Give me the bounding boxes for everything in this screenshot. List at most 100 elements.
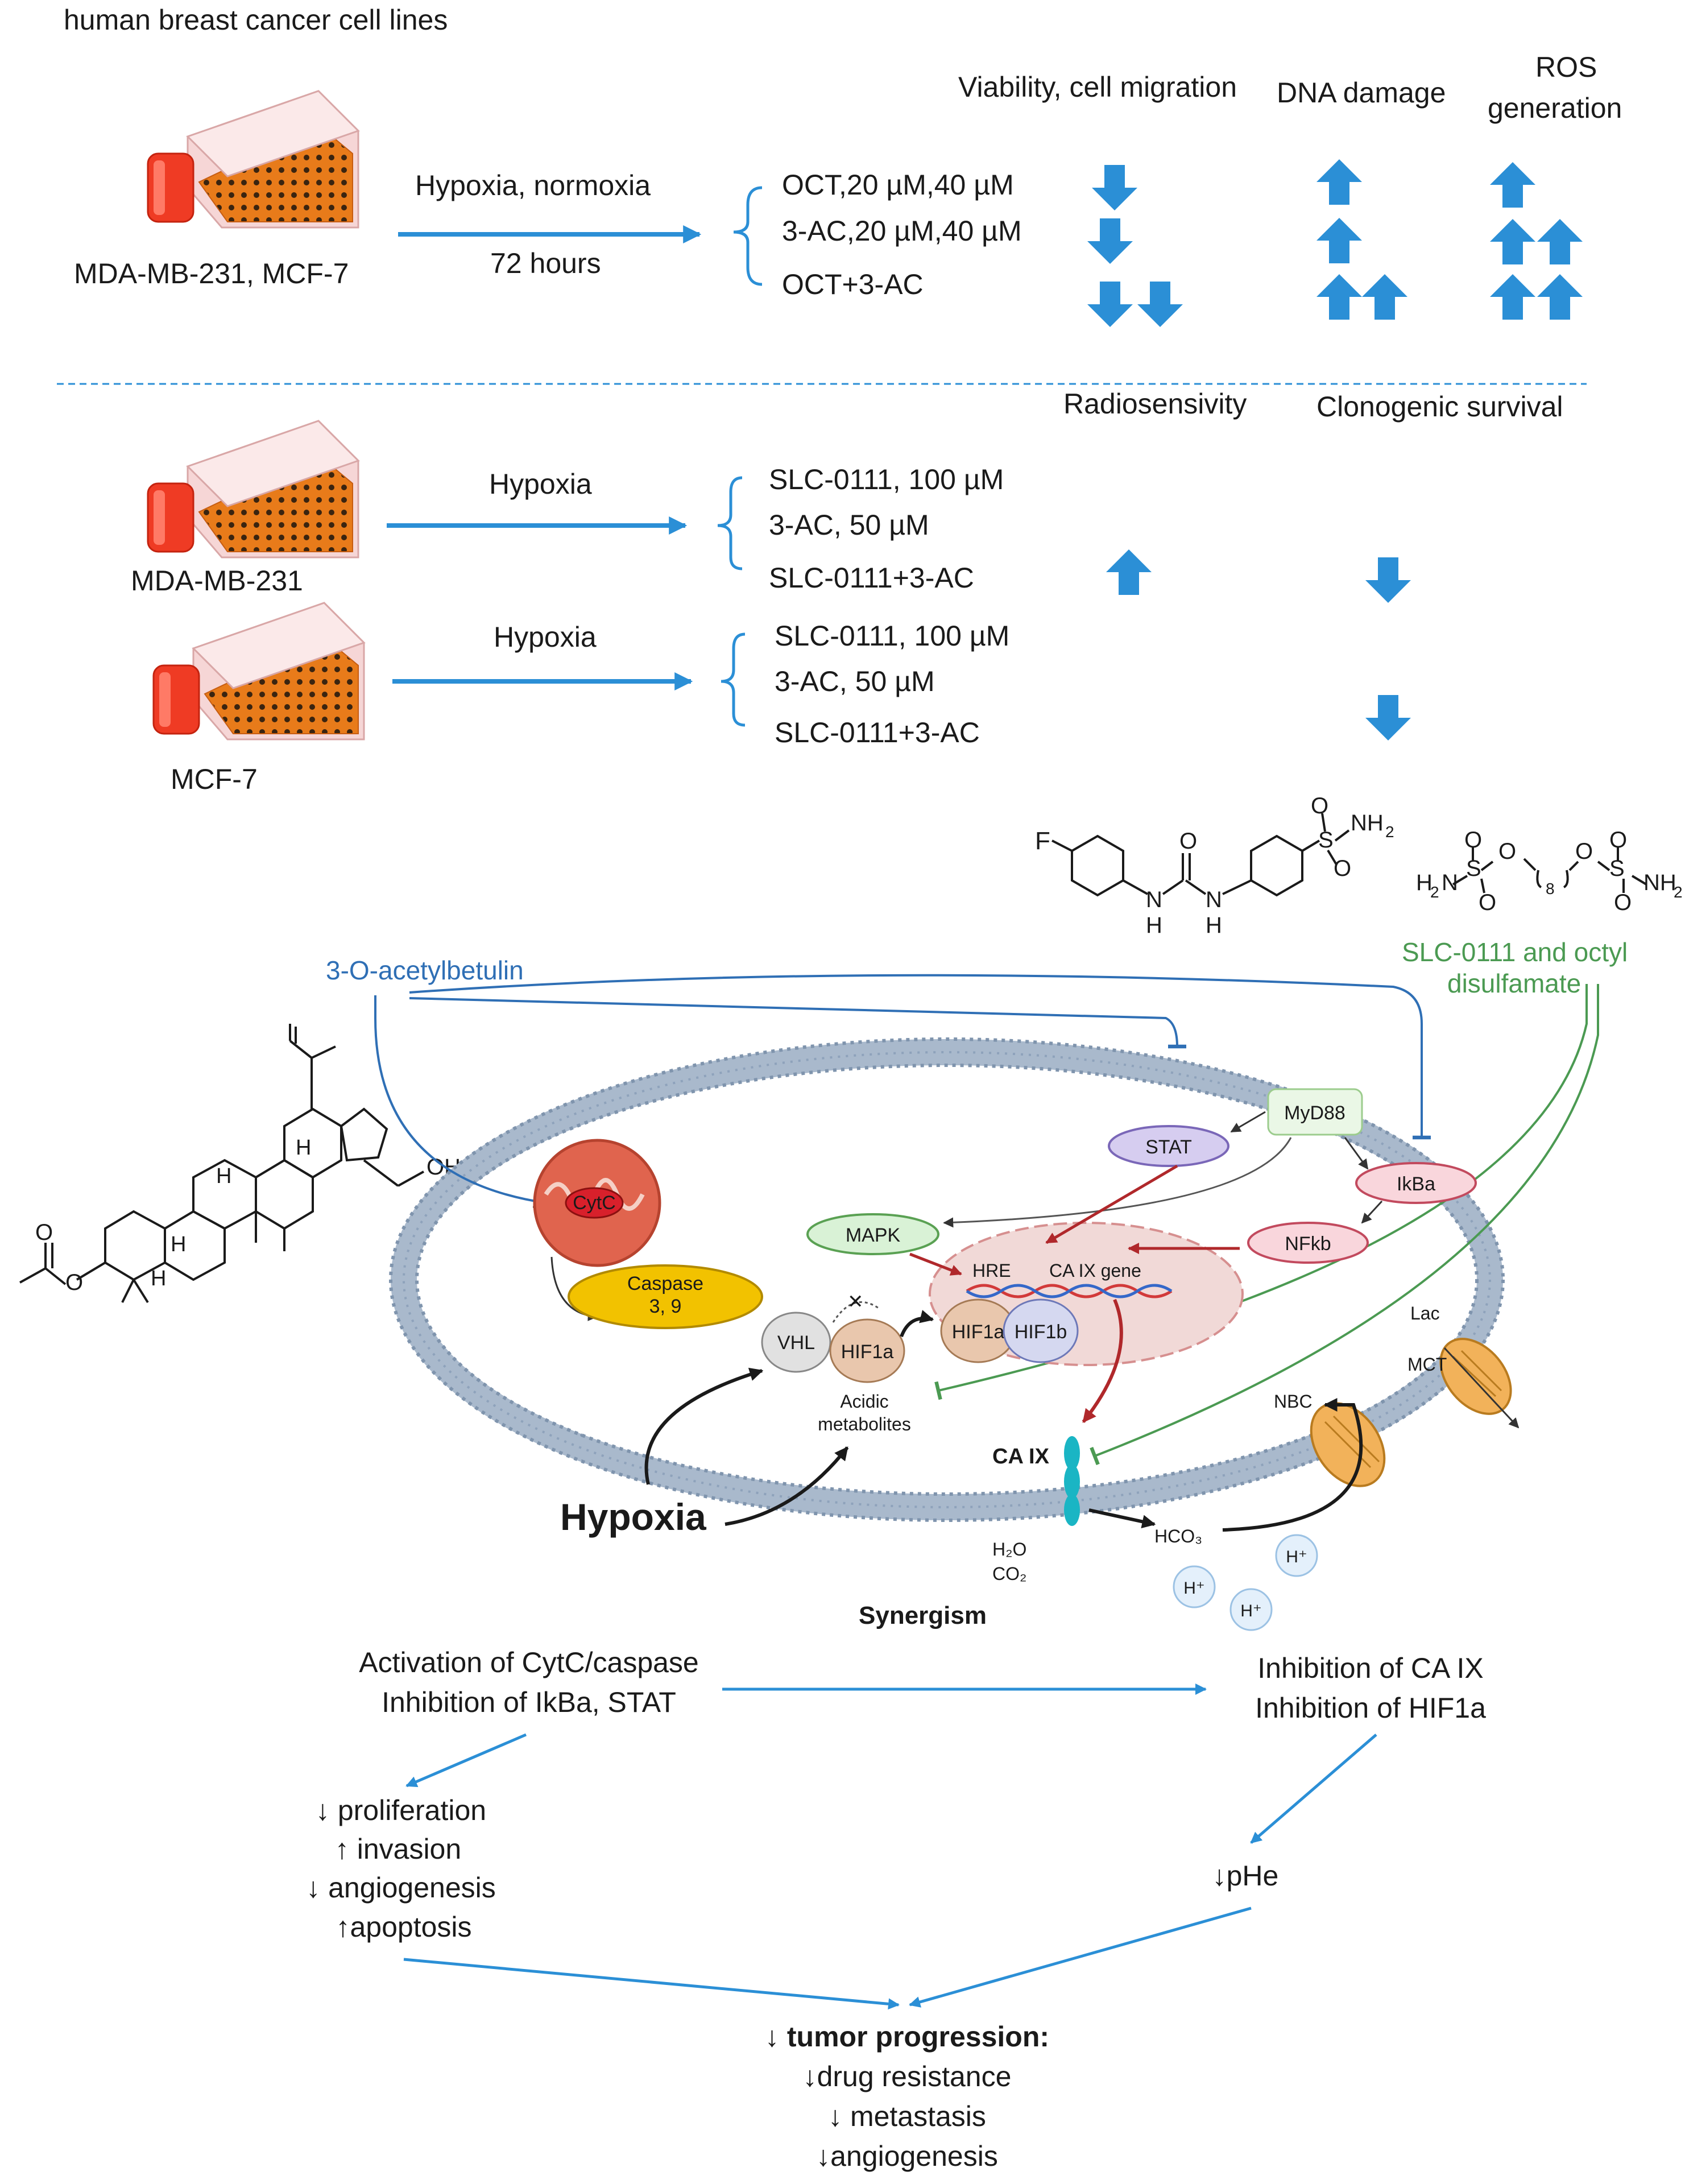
duration-label: 72 hours: [490, 247, 601, 279]
svg-text:O: O: [1479, 890, 1496, 915]
lac-label: Lac: [1410, 1303, 1440, 1323]
caix-gene-label: CA IX gene: [1049, 1260, 1141, 1281]
down-arrow-icon: [1087, 282, 1133, 327]
gene-caix-arrow: [1082, 1298, 1123, 1423]
svg-text:H⁺: H⁺: [1183, 1579, 1205, 1598]
svg-text:2: 2: [1430, 883, 1439, 901]
cytc-label: CytC: [573, 1192, 616, 1214]
svg-text:MyD88: MyD88: [1284, 1102, 1345, 1124]
betulin-cytc-line: [374, 995, 548, 1208]
mechanism-text: Inhibition of CA IX: [1257, 1652, 1483, 1684]
up-arrow-icon: [1106, 549, 1152, 595]
acidic-label: metabolites: [818, 1414, 911, 1434]
svg-text:IkBa: IkBa: [1397, 1173, 1435, 1195]
summary-arrow: [909, 1906, 1252, 2008]
treatment-item: SLC-0111, 100 µM: [769, 464, 1004, 495]
treatment-item: OCT+3-AC: [782, 268, 924, 300]
readout-label: DNA damage: [1277, 77, 1446, 109]
myd88-ikba-arrow: [1344, 1137, 1369, 1170]
h2o-label: H₂O: [992, 1539, 1026, 1560]
svg-text:H: H: [1416, 870, 1433, 895]
culture-flask-icon: [152, 602, 365, 741]
stat-node: STAT: [1108, 1125, 1229, 1167]
treatment-item: 3-AC, 50 µM: [769, 509, 929, 541]
svg-text:H: H: [171, 1232, 186, 1256]
proton: H⁺: [1275, 1534, 1318, 1577]
mitochondrion: CytC: [533, 1139, 661, 1267]
octyl-disulfamate-structure: [1452, 847, 1647, 894]
svg-text:8: 8: [1546, 880, 1555, 897]
svg-text:STAT: STAT: [1145, 1136, 1192, 1158]
bracket-icon: [721, 632, 746, 727]
myd88-mapk-arrow: [943, 1137, 1292, 1228]
inhibitor-label: disulfamate: [1447, 969, 1581, 998]
condition-label: Hypoxia: [494, 621, 597, 653]
betulin-stat-line: [409, 997, 1187, 1049]
svg-text:H⁺: H⁺: [1240, 1602, 1262, 1620]
cell-line-label: MDA-MB-231: [131, 565, 303, 597]
svg-text:O: O: [1311, 793, 1328, 818]
mechanism-text: Activation of CytC/caspase: [359, 1647, 699, 1678]
outcome-title: ↓ tumor progression:: [765, 2021, 1049, 2053]
mechanism-text: Inhibition of IkBa, STAT: [382, 1686, 676, 1718]
svg-text:O: O: [65, 1270, 83, 1295]
caix-output-arrow: [1088, 1508, 1156, 1529]
figure-title: human breast cancer cell lines: [64, 4, 448, 36]
effect-item: ↑apoptosis: [336, 1911, 471, 1943]
lactate-export-arrow: [1443, 1347, 1520, 1429]
summary-arrow: [1250, 1734, 1377, 1844]
slc-0111-atoms: F N H O N H S O O NH 2: [1035, 793, 1394, 938]
svg-text:H: H: [216, 1164, 231, 1188]
hif-translocation-arrow: [900, 1310, 934, 1338]
up-arrow-icon: [1490, 219, 1535, 264]
outcome-item: ↓ metastasis: [828, 2100, 986, 2132]
svg-text:HIF1a: HIF1a: [841, 1341, 894, 1363]
summary-arrow: [403, 1958, 900, 2010]
outcome-item: ↓angiogenesis: [816, 2140, 998, 2172]
hre-label: HRE: [972, 1260, 1011, 1281]
svg-text:N: N: [1442, 870, 1458, 895]
outcome-item: ↓drug resistance: [803, 2061, 1012, 2092]
hif1a-node-inactive: HIF1a: [829, 1318, 905, 1383]
vhl-node: VHL: [761, 1312, 831, 1373]
svg-text:O: O: [1575, 839, 1593, 864]
mct-transporter: [1439, 1338, 1512, 1415]
summary-arrow: [405, 1733, 527, 1788]
svg-text:F: F: [1035, 827, 1050, 855]
svg-text:NH: NH: [1351, 810, 1384, 835]
svg-text:Caspase: Caspase: [627, 1273, 703, 1294]
down-arrow-icon: [1365, 695, 1411, 741]
up-arrow-icon: [1490, 162, 1535, 208]
hif1b-node: HIF1b: [1003, 1298, 1079, 1363]
synergism-label: Synergism: [859, 1602, 987, 1629]
mct-label: MCT: [1407, 1354, 1447, 1375]
caix-label: CA IX: [992, 1445, 1050, 1469]
myd88-node: MyD88: [1267, 1088, 1363, 1136]
hypoxia-arrow: [724, 1446, 849, 1526]
treatment-item: 3-AC, 50 µM: [775, 665, 935, 697]
svg-text:H: H: [1146, 913, 1162, 938]
bicarbonate-import-arrow: [1222, 1398, 1363, 1532]
svg-text:H: H: [151, 1267, 166, 1290]
treatment-item: SLC-0111+3-AC: [775, 717, 980, 748]
bracket-icon: [733, 186, 763, 286]
svg-text:H⁺: H⁺: [1286, 1548, 1307, 1566]
proton: H⁺: [1229, 1588, 1273, 1631]
caspase-node: Caspase 3, 9: [568, 1264, 763, 1329]
acidic-label: Acidic: [840, 1391, 888, 1412]
effect-item: ↓pHe: [1212, 1860, 1279, 1892]
svg-text:NFkb: NFkb: [1285, 1233, 1331, 1255]
hco3-label: HCO₃: [1154, 1526, 1202, 1546]
bracket-icon: [717, 476, 743, 570]
svg-text:2: 2: [1385, 823, 1394, 841]
up-arrow-icon: [1537, 219, 1583, 264]
svg-text:N: N: [1146, 887, 1162, 912]
acetylbetulin-structure: [19, 1024, 424, 1304]
svg-text:S: S: [1318, 828, 1334, 853]
cell-line-label: MDA-MB-231, MCF-7: [74, 258, 349, 289]
mapk-nucleus-arrow: [909, 1252, 962, 1276]
svg-text:HIF1b: HIF1b: [1015, 1321, 1067, 1343]
culture-flask-icon: [147, 420, 359, 559]
co2-label: CO₂: [992, 1563, 1026, 1584]
